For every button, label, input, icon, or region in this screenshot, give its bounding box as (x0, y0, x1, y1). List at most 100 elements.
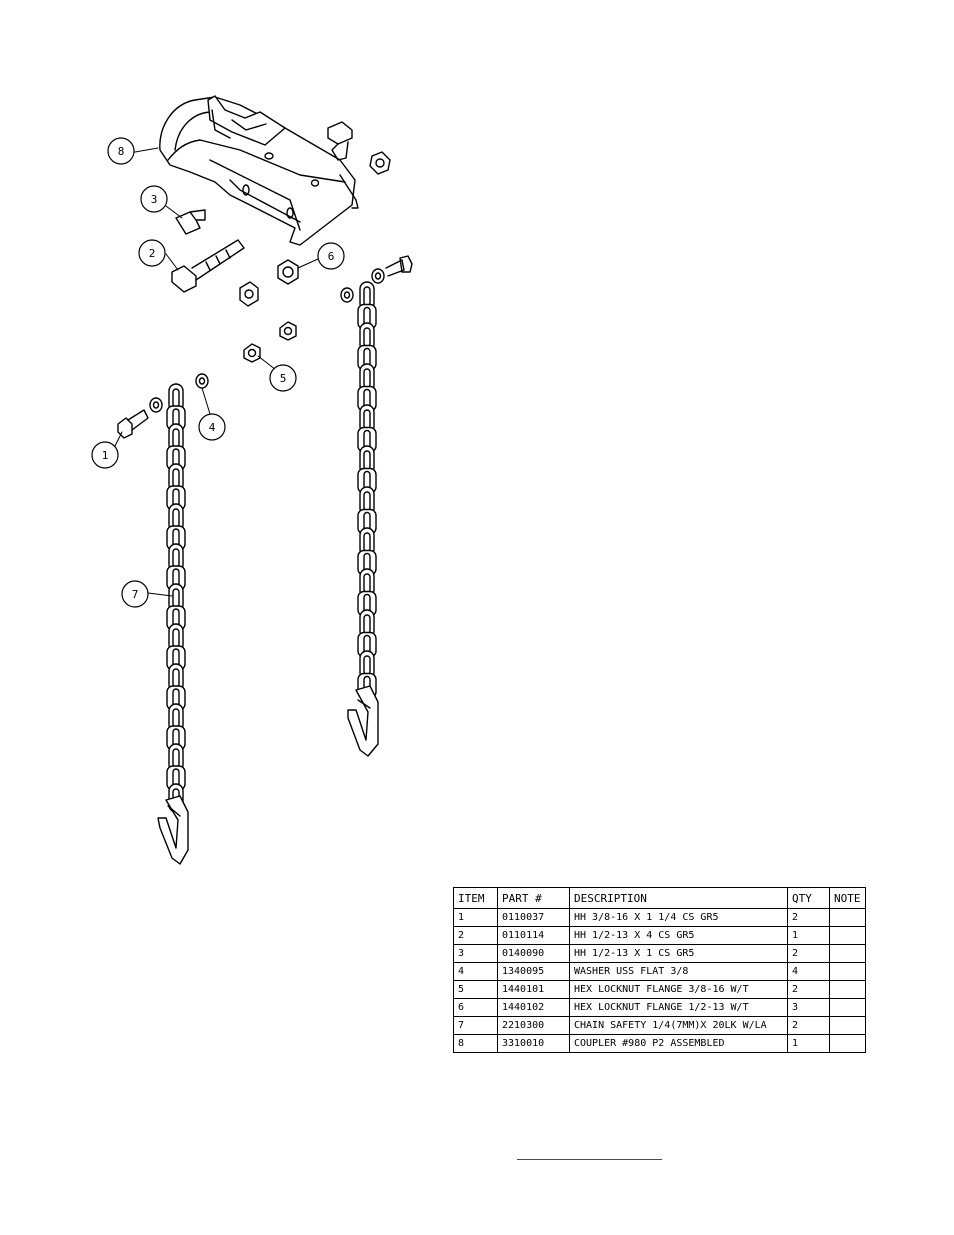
callout-6: 6 (317, 242, 345, 270)
washer-item-4-second-hole (152, 401, 160, 409)
long-bolt-item-2 (171, 239, 245, 293)
bom-cell-qty: 3 (787, 998, 830, 1017)
chain-link (166, 605, 186, 631)
bom-cell-note (829, 908, 866, 927)
callout-3: 3 (140, 185, 168, 213)
bom-cell-item: 7 (453, 1016, 498, 1035)
chain-link (359, 322, 375, 353)
chain-link (359, 609, 375, 640)
bom-cell-note (829, 962, 866, 981)
callout-8: 8 (107, 137, 135, 165)
bom-header-item: ITEM (453, 887, 498, 909)
bom-cell-description: HEX LOCKNUT FLANGE 3/8-16 W/T (569, 980, 788, 999)
bom-cell-description: HEX LOCKNUT FLANGE 1/2-13 W/T (569, 998, 788, 1017)
washer-item-4-third (340, 287, 354, 303)
nut-item-5-second (243, 343, 261, 363)
svg-text:3: 3 (151, 193, 158, 206)
bom-cell-description: HH 3/8-16 X 1 1/4 CS GR5 (569, 908, 788, 927)
nut-item-6-second (239, 281, 259, 307)
bom-header-part: PART # (497, 887, 570, 909)
callout-2: 2 (138, 239, 166, 267)
bom-cell-part: 2210300 (497, 1016, 570, 1035)
washer-item-4-hole (198, 377, 206, 385)
chain-link (357, 631, 377, 658)
safety-chain-right (357, 281, 377, 699)
nut-item-5 (279, 321, 297, 341)
bom-cell-qty: 1 (787, 1034, 830, 1053)
bom-cell-part: 3310010 (497, 1034, 570, 1053)
nut-item-6-upper (369, 151, 391, 175)
chain-link (168, 663, 184, 693)
bom-cell-qty: 4 (787, 962, 830, 981)
callout-5: 5 (269, 364, 297, 392)
callout-balloons: 8 3 2 6 5 4 1 7 (91, 137, 345, 608)
bom-cell-description: CHAIN SAFETY 1/4(7MM)X 20LK W/LA (569, 1016, 788, 1035)
bom-cell-item: 2 (453, 926, 498, 945)
svg-text:1: 1 (102, 449, 109, 462)
bom-cell-note (829, 944, 866, 963)
nut-item-6 (277, 259, 299, 285)
svg-text:4: 4 (209, 421, 216, 434)
bom-cell-part: 1440101 (497, 980, 570, 999)
bolt-item-3 (175, 209, 206, 235)
bom-cell-note (829, 1016, 866, 1035)
exploded-parts-diagram: 8 3 2 6 5 4 1 7 (91, 95, 413, 865)
bom-cell-description: WASHER USS FLAT 3/8 (569, 962, 788, 981)
svg-text:2: 2 (149, 247, 156, 260)
chain-link (168, 703, 184, 733)
bom-cell-item: 3 (453, 944, 498, 963)
bom-cell-description: HH 1/2-13 X 4 CS GR5 (569, 926, 788, 945)
bolt-item-3-second (327, 121, 353, 161)
svg-text:6: 6 (328, 250, 335, 263)
chain-link (166, 685, 186, 711)
bom-cell-item: 6 (453, 998, 498, 1017)
safety-chain-left (166, 383, 186, 813)
bom-cell-qty: 2 (787, 1016, 830, 1035)
bom-header-note: NOTE (829, 887, 866, 909)
bom-header-qty: QTY (787, 887, 830, 909)
washer-item-4-fourth (371, 268, 385, 284)
bom-cell-note (829, 926, 866, 945)
bom-cell-item: 4 (453, 962, 498, 981)
bom-cell-part: 0110037 (497, 908, 570, 927)
callout-4: 4 (198, 413, 226, 441)
bom-cell-item: 8 (453, 1034, 498, 1053)
chain-hook-left (157, 795, 189, 865)
bom-cell-qty: 1 (787, 926, 830, 945)
bom-header-description: DESCRIPTION (569, 887, 788, 909)
bom-cell-item: 1 (453, 908, 498, 927)
washer-item-4-second (149, 397, 163, 413)
svg-text:5: 5 (280, 372, 287, 385)
bom-cell-description: COUPLER #980 P2 ASSEMBLED (569, 1034, 788, 1053)
bolt-item-1 (117, 409, 149, 439)
chain-link (359, 445, 375, 476)
bom-cell-description: HH 1/2-13 X 1 CS GR5 (569, 944, 788, 963)
bom-cell-note (829, 1034, 866, 1053)
callout-1: 1 (91, 441, 119, 469)
bom-cell-part: 0140090 (497, 944, 570, 963)
bom-cell-qty: 2 (787, 944, 830, 963)
coupler-assembly (159, 95, 359, 246)
bom-cell-part: 0110114 (497, 926, 570, 945)
leader-lines (113, 147, 319, 597)
bom-cell-qty: 2 (787, 908, 830, 927)
svg-text:7: 7 (132, 588, 139, 601)
chain-hook-right (347, 685, 379, 757)
bolt-item-1-second (385, 255, 413, 277)
bom-header-row: ITEM PART # DESCRIPTION QTY NOTE (453, 887, 866, 909)
bom-cell-part: 1340095 (497, 962, 570, 981)
washer-item-4-third-hole (343, 291, 351, 299)
bom-cell-qty: 2 (787, 980, 830, 999)
bom-cell-note (829, 998, 866, 1017)
footer-link-underline[interactable] (517, 1158, 662, 1160)
washer-item-4-fourth-hole (374, 272, 382, 280)
